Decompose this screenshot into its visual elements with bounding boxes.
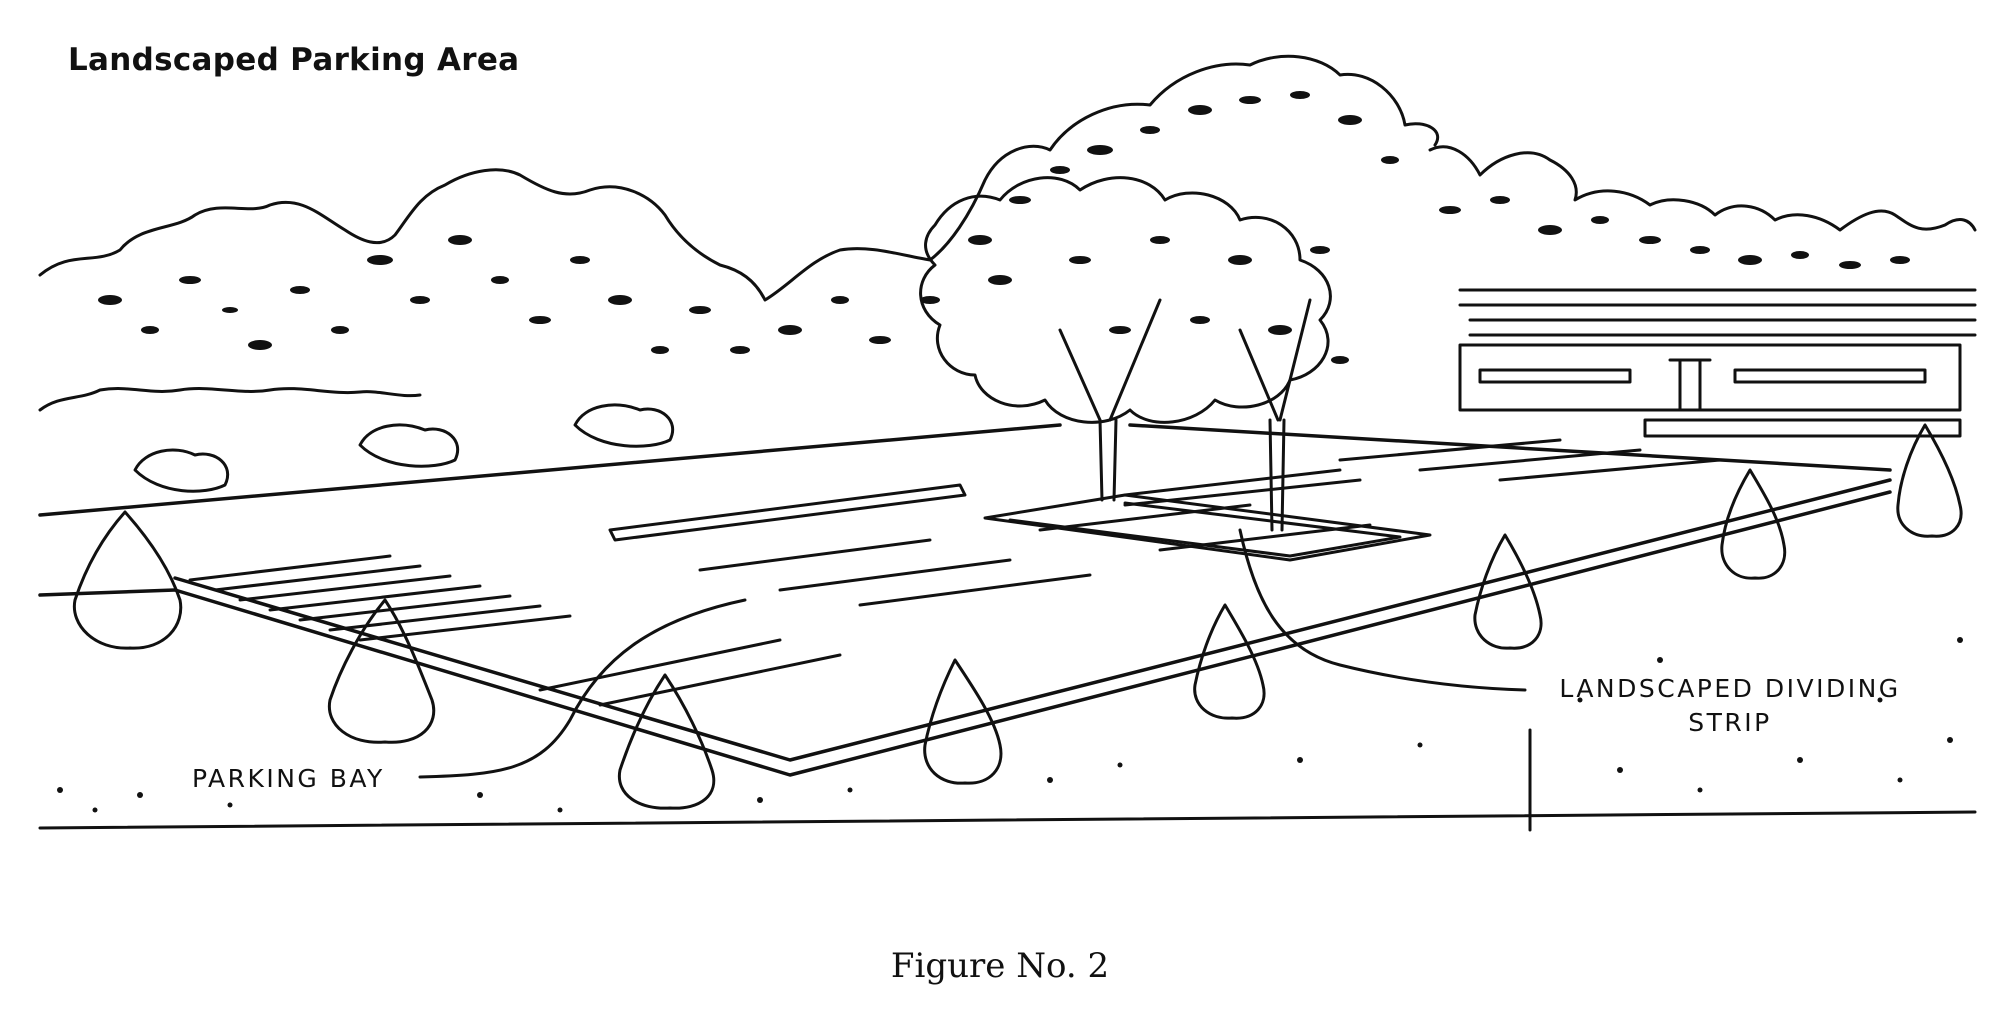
dividing-strip-label: LANDSCAPED DIVIDING STRIP (1520, 672, 1940, 740)
dividing-strip-label-line2: STRIP (1688, 708, 1772, 737)
foliage-texture (98, 91, 1910, 364)
callout-leaders (418, 528, 1532, 832)
evergreen-shrubs (72, 423, 1963, 810)
ground-stipple (57, 637, 1963, 813)
large-shade-tree (919, 176, 1332, 532)
far-shrubs (133, 403, 675, 493)
ground-line (38, 810, 1977, 830)
dividing-strip (983, 468, 1432, 562)
background-tree-line (38, 54, 1977, 412)
building (1458, 288, 1977, 438)
parking-bay-label: PARKING BAY (192, 764, 385, 793)
dividing-strip-label-line1: LANDSCAPED DIVIDING (1559, 674, 1901, 703)
figure-title: Landscaped Parking Area (68, 42, 520, 78)
figure-caption: Figure No. 2 (890, 946, 1110, 986)
